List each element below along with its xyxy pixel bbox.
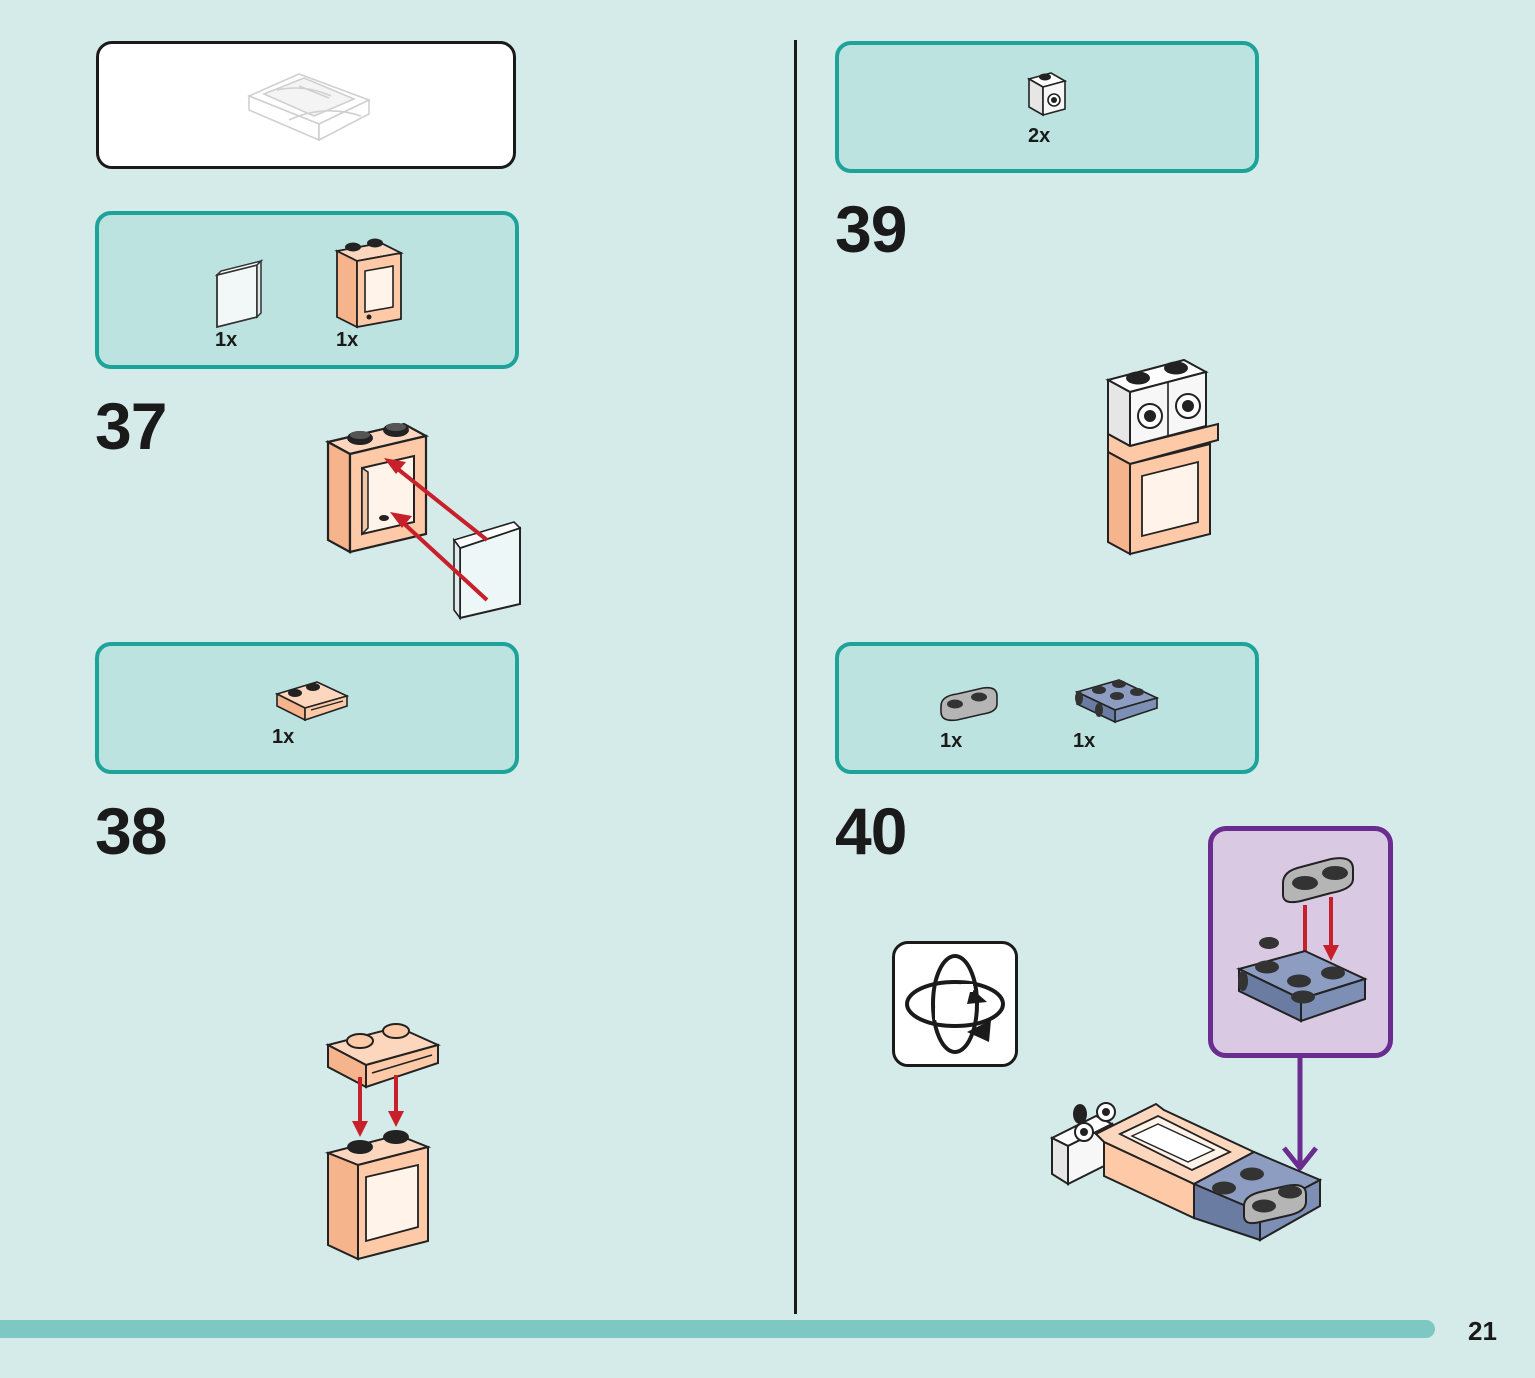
part-qty: 1x	[1073, 730, 1096, 752]
step-number: 37	[95, 389, 167, 463]
part-qty: 2x	[1028, 125, 1051, 147]
sub-assembly-illustration	[1236, 857, 1368, 1023]
part-qty: 1x	[940, 730, 963, 752]
step-39-assembly-illustration	[1105, 358, 1219, 556]
rotate-model-callout	[892, 941, 1018, 1067]
peach-plate-with-rail-icon	[274, 681, 350, 722]
column-divider	[794, 40, 797, 1314]
step-37-assembly-illustration	[324, 422, 522, 621]
rotate-model-icon	[905, 954, 1005, 1054]
parts-list-step-38: 1x	[95, 642, 519, 774]
step-number: 40	[835, 794, 907, 868]
reference-model-callout	[96, 41, 516, 169]
window-glass-pane-icon	[214, 259, 264, 329]
step-40-assembly-illustration	[1049, 1102, 1323, 1242]
page-number: 21	[1468, 1316, 1497, 1346]
blue-gray-bracket-plate-icon	[1074, 679, 1160, 724]
step-38-assembly-illustration	[324, 1023, 441, 1261]
light-gray-rounded-plate-icon	[940, 686, 998, 722]
step-number: 39	[835, 192, 907, 266]
part-qty: 1x	[215, 329, 238, 351]
footer-progress-bar	[0, 1320, 1435, 1338]
part-qty: 1x	[272, 726, 295, 748]
window-frame-brick-icon	[334, 238, 404, 329]
zoom-pointer-arrow	[1282, 1056, 1318, 1171]
ghost-model-icon	[246, 73, 372, 142]
sub-assembly-zoom-callout	[1208, 826, 1393, 1058]
parts-list-step-39: 2x	[835, 41, 1259, 173]
step-number: 38	[95, 794, 167, 868]
parts-list-step-40: 1x 1x	[835, 642, 1259, 774]
part-qty: 1x	[336, 329, 359, 351]
parts-list-step-37: 1x 1x	[95, 211, 519, 369]
white-brick-with-side-stud-icon	[1026, 72, 1068, 117]
